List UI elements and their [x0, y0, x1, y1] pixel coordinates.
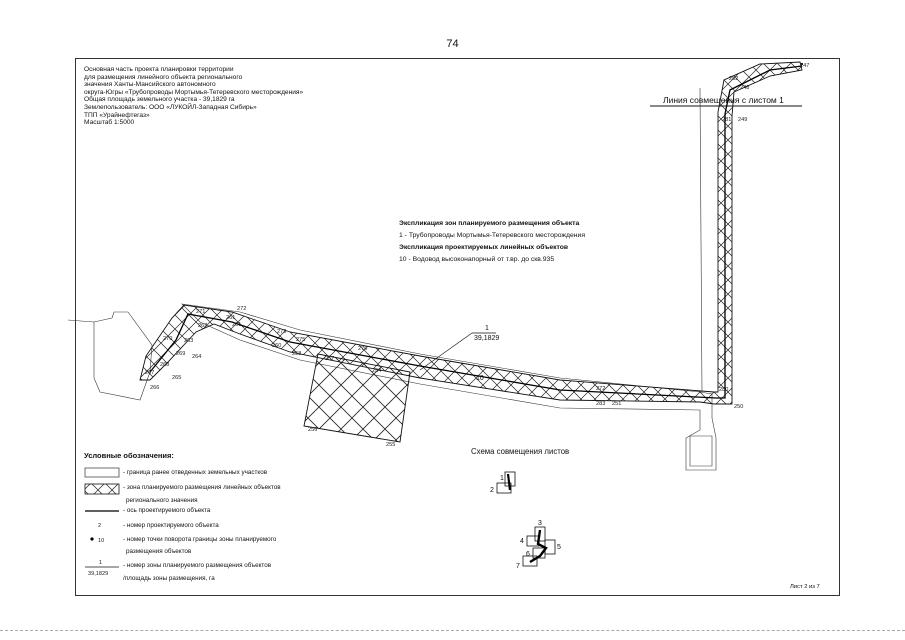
scheme-sheet-label: 2 [490, 487, 494, 494]
sheet-footer: Лист 2 из 7 [790, 584, 820, 590]
total-area-line: Общая площадь земельного участка - 39,18… [84, 96, 235, 104]
title-line: округа-Югры «Трубопроводы Мортымья-Тетер… [84, 88, 304, 96]
page-edge [0, 630, 905, 631]
zone-explication-item: 1 - Трубопроводы Мортымья-Тетеревского м… [399, 232, 586, 239]
point-number: 249 [738, 117, 747, 123]
legend-point-marker-sample [90, 537, 94, 541]
legend-zone-number-sample: 1 [99, 560, 102, 566]
title-line: значения Ханты-Мансийского автономного [84, 81, 216, 89]
scheme-sheet-7 [522, 555, 538, 567]
point-number: 268 [160, 362, 169, 368]
point-number: 281 [722, 117, 731, 123]
legend-point-label-cont: размещения объектов [126, 548, 192, 555]
sheet-scheme: 1 2 3 4 5 6 7 [490, 471, 561, 570]
point-number: 282 [729, 76, 738, 82]
legend-point-number-sample: 10 [98, 538, 104, 544]
point-number: 260 [272, 343, 281, 349]
point-number: 257 [325, 356, 334, 362]
point-number: 264 [192, 354, 201, 360]
point-number: 275 [296, 337, 305, 343]
legend-zone-label: - зона планируемого размещения линейных … [123, 484, 281, 491]
zone-corridor [139, 61, 803, 405]
scheme-sheet-label: 3 [538, 520, 542, 527]
zone-number: 1 [485, 325, 489, 332]
point-number: 283 [596, 401, 605, 407]
scheme-route [529, 529, 548, 564]
legend-object-number-label: - номер проектируемого объекта [123, 522, 219, 529]
point-number: 272 [596, 386, 605, 392]
objects-explication-title: Экспликация проектируемых линейных объек… [399, 244, 569, 251]
point-number: 270 [163, 336, 172, 342]
parcel-west-edge [67, 319, 95, 323]
point-number: 271 [196, 309, 205, 315]
point-number: 266 [150, 385, 159, 391]
point-number: 273 [277, 329, 286, 335]
point-number: 261 [226, 315, 235, 321]
point-number: 250 [734, 404, 743, 410]
object-number-label: 10 [476, 375, 484, 382]
scheme-sheet-label: 6 [526, 551, 530, 558]
title-block: Основная часть проекта планировки террит… [84, 66, 303, 127]
legend-zone-sample [84, 483, 120, 495]
parcel-west [93, 311, 153, 401]
legend-title: Условные обозначения: [84, 451, 174, 460]
legend-zone-area-sample: 39,1829 [88, 571, 108, 577]
zone-label: 1 39,1829 [419, 325, 499, 371]
scheme-sheet-2 [496, 482, 512, 494]
point-marker [800, 62, 804, 66]
scheme-sheet-label: 4 [520, 538, 524, 545]
turning-points: 247 248 282 281 249 280 250 251 283 272 … [145, 62, 809, 448]
scheme-sheet-label: 7 [516, 563, 520, 570]
point-number: 276 [358, 346, 367, 352]
planned-zone [139, 61, 803, 443]
zone-area: 39,1829 [474, 335, 499, 342]
legend-zone-number-label: - номер зоны планируемого размещения объ… [123, 562, 272, 569]
legend-object-number-sample: 2 [98, 523, 101, 529]
scheme-title: Схема совмещения листов [471, 447, 570, 456]
map-frame [75, 58, 840, 596]
point-number: 256 [308, 427, 317, 433]
point-number: 265 [172, 375, 181, 381]
point-number: 247 [800, 63, 809, 69]
point-number: 258 [292, 351, 301, 357]
legend-zone-area-label: /площадь зоны размещения, га [123, 575, 215, 582]
scheme-sheet-label: 1 [500, 475, 504, 482]
point-number: 269 [176, 351, 185, 357]
point-number: 248 [740, 85, 749, 91]
point-number: 254 [372, 368, 381, 374]
legend-axis-label: - ось проектируемого объекта [123, 507, 211, 514]
point-number: 280 [719, 387, 728, 393]
parcel-vertical-edge [699, 87, 703, 393]
legend-samples: 2 10 1 39,1829 [84, 467, 120, 577]
title-line: Основная часть проекта планировки террит… [84, 66, 234, 73]
tpp-line: ТПП «Урайнефтегаз» [84, 111, 150, 119]
scheme-sheet-6 [532, 547, 546, 559]
zones-explication-title: Экспликация зон планируемого размещения … [399, 220, 580, 227]
point-number: 272 [237, 306, 246, 312]
scheme-route [506, 473, 512, 491]
legend-parcel-sample [84, 467, 120, 478]
explication-block: Экспликация зон планируемого размещения … [399, 218, 585, 266]
point-number: 261 [232, 322, 241, 328]
scale-line: Масштаб 1:5000 [84, 119, 135, 127]
title-line: для размещения линейного объекта региона… [84, 73, 243, 81]
page-number: 74 [446, 38, 459, 50]
legend-zone-label-cont: регионального значения [126, 497, 198, 504]
point-number: 251 [612, 401, 621, 407]
scheme-sheet-label: 5 [557, 544, 561, 551]
zone-label-leader [419, 332, 473, 371]
zone-pad [303, 353, 411, 443]
object-axis [149, 65, 803, 399]
parcel-well-pad [689, 435, 713, 467]
point-number: 262 [198, 323, 207, 329]
point-number: 263 [184, 338, 193, 344]
land-user-line: Землепользователь: ООО «ЛУКОЙЛ-Западная … [84, 103, 257, 111]
object-explication-item: 10 - Водовод высоконапорный от т.вр. до … [399, 256, 555, 263]
legend-point-label: - номер точки поворота границы зоны план… [123, 536, 277, 543]
scheme-sheet-3 [534, 526, 546, 542]
point-number: 267 [145, 370, 154, 376]
legend-parcel-label: - граница ранее отведенных земельных уча… [123, 469, 268, 476]
point-number: 255 [386, 442, 395, 448]
